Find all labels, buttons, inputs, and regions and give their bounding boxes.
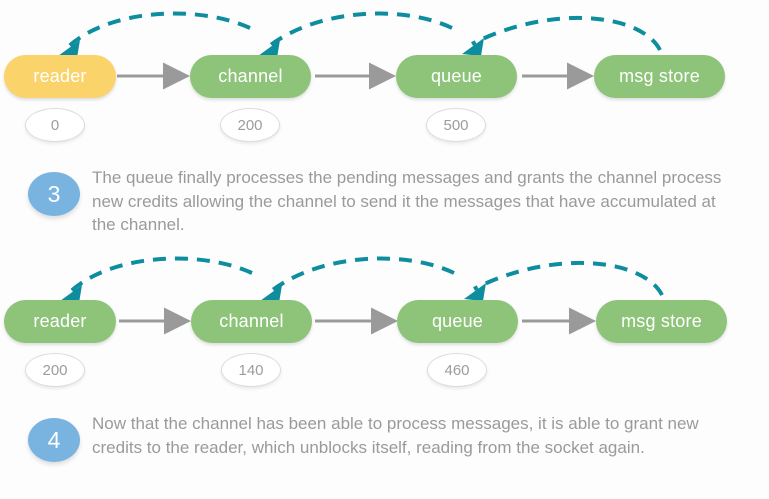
step-description: The queue finally processes the pending … — [92, 168, 722, 234]
credit-value: 140 — [238, 361, 264, 379]
node-label: queue — [431, 311, 484, 331]
node-channel[interactable]: channel — [190, 55, 311, 98]
credit-badge-queue: 500 — [426, 108, 486, 142]
node-queue[interactable]: queue — [397, 300, 518, 343]
credit-value: 0 — [50, 116, 60, 134]
node-label: msg store — [621, 311, 702, 331]
credit-badge-channel: 200 — [220, 108, 280, 142]
credit-arc-msgstore-to-queue — [462, 15, 662, 56]
credit-value: 200 — [237, 116, 263, 134]
node-channel[interactable]: channel — [191, 300, 312, 343]
diagram-top: reader channel queue msg store 0 200 500 — [0, 0, 769, 150]
node-label: channel — [219, 311, 284, 331]
step-number-badge: 3 — [28, 172, 80, 216]
node-queue[interactable]: queue — [396, 55, 517, 98]
credit-badge-queue: 460 — [427, 353, 487, 387]
credit-arc-channel-to-reader — [58, 11, 251, 58]
node-reader[interactable]: reader — [4, 300, 116, 343]
node-label: reader — [33, 66, 87, 86]
step-description: Now that the channel has been able to pr… — [92, 414, 699, 457]
credit-arc-queue-to-channel — [260, 256, 455, 303]
credit-arc-queue-to-channel — [258, 11, 453, 58]
node-reader[interactable]: reader — [4, 55, 116, 98]
node-msg-store[interactable]: msg store — [594, 55, 725, 98]
credit-value: 500 — [443, 116, 469, 134]
node-label: queue — [430, 66, 483, 86]
step-number-badge: 4 — [28, 418, 80, 462]
credit-arc-msgstore-to-queue — [464, 260, 664, 301]
node-label: reader — [33, 311, 87, 331]
credit-badge-channel: 140 — [221, 353, 281, 387]
diagram-bottom: reader channel queue msg store 200 140 4… — [0, 245, 769, 395]
credit-arc-channel-to-reader — [60, 256, 253, 303]
step-4: 4 Now that the channel has been able to … — [0, 412, 769, 462]
step-number: 3 — [47, 180, 61, 207]
node-msg-store[interactable]: msg store — [596, 300, 727, 343]
step-3: 3 The queue finally processes the pendin… — [0, 166, 769, 237]
credit-badge-reader: 200 — [25, 353, 85, 387]
node-label: channel — [218, 66, 283, 86]
step-number: 4 — [47, 426, 61, 453]
credit-value: 460 — [444, 361, 470, 379]
credit-badge-reader: 0 — [25, 108, 85, 142]
credit-value: 200 — [42, 361, 68, 379]
node-label: msg store — [619, 66, 700, 86]
